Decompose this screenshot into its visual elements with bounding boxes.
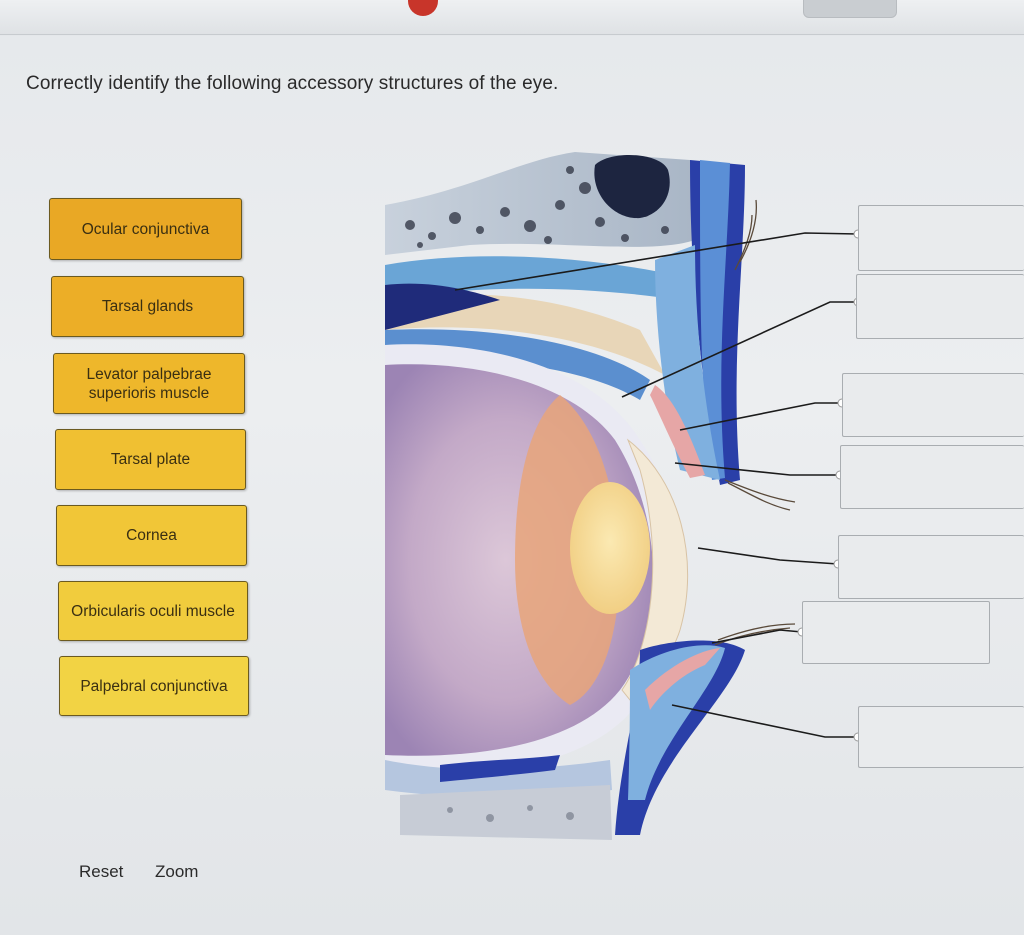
label-tarsal-glands[interactable]: Tarsal glands [51, 276, 244, 337]
label-levator-palpebrae-superioris-muscle[interactable]: Levator palpebrae superioris muscle [53, 353, 245, 414]
label-text: Tarsal plate [110, 451, 191, 468]
drop-zone-4[interactable] [840, 445, 1024, 509]
alert-badge-icon [408, 0, 438, 16]
drop-zone-6[interactable] [802, 601, 990, 664]
top-action-button[interactable] [803, 0, 897, 18]
lower-bone [400, 785, 612, 840]
question-text: Correctly identify the following accesso… [26, 73, 559, 94]
label-ocular-conjunctiva[interactable]: Ocular conjunctiva [49, 198, 242, 260]
lower-dark-band [440, 755, 560, 782]
eyelashes-lower [714, 623, 796, 646]
upper-tarsal-plate [650, 385, 705, 478]
levator-tendon [385, 294, 665, 375]
lower-tarsal-plate [645, 648, 720, 710]
drop-zone-7[interactable] [858, 706, 1024, 768]
reset-button[interactable]: Reset [79, 862, 124, 881]
label-text: Tarsal glands [101, 298, 194, 315]
upper-lid-outer [700, 160, 730, 480]
frontal-sinus [594, 154, 670, 219]
top-bar [0, 0, 1024, 35]
drop-zone-1[interactable] [858, 205, 1024, 271]
lens [570, 482, 650, 614]
drop-zone-5[interactable] [838, 535, 1024, 599]
label-text: Ocular conjunctiva [81, 220, 210, 238]
dark-band [385, 283, 500, 330]
label-text: Palpebral conjunctiva [80, 677, 228, 695]
iris [515, 395, 620, 705]
zoom-button[interactable]: Zoom [155, 862, 199, 881]
label-cornea[interactable]: Cornea [56, 505, 247, 566]
label-text: Orbicularis oculi muscle [71, 602, 235, 620]
eyelashes-upper [724, 199, 796, 511]
label-palpebral-conjunctiva[interactable]: Palpebral conjunctiva [59, 656, 249, 716]
lower-bone-texture [447, 805, 574, 822]
label-text: Cornea [126, 527, 177, 544]
leader-lines [454, 232, 859, 738]
label-text: Levator palpebrae superioris muscle [86, 365, 212, 402]
label-orbicularis-oculi-muscle[interactable]: Orbicularis oculi muscle [58, 581, 248, 641]
drop-zone-2[interactable] [856, 274, 1024, 339]
label-tarsal-plate[interactable]: Tarsal plate [55, 429, 246, 490]
drop-zone-3[interactable] [842, 373, 1024, 437]
